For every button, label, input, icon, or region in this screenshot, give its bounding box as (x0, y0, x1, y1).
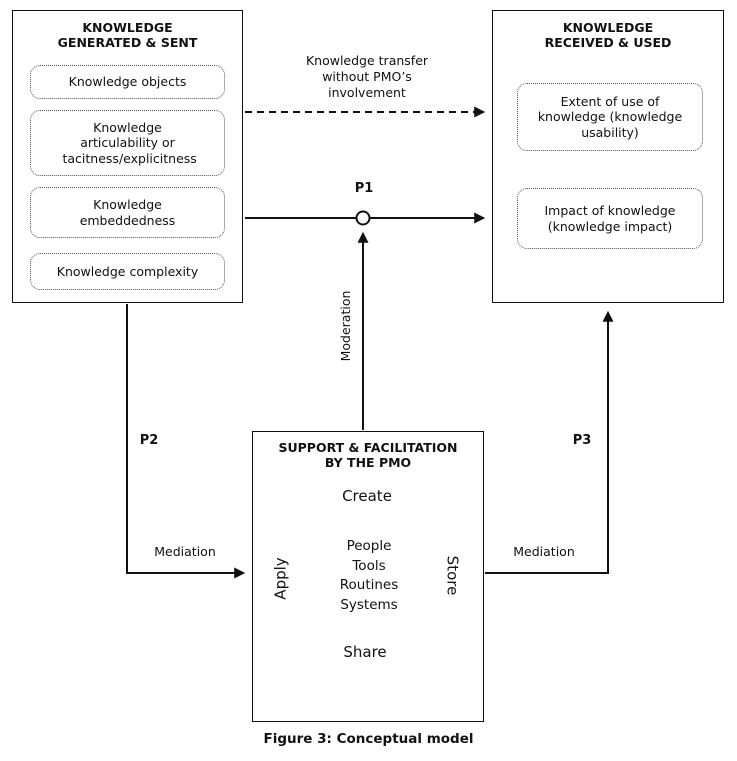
mediation-left-label: Mediation (154, 544, 216, 559)
knowledge-generated-title: KNOWLEDGE GENERATED & SENT (57, 20, 198, 50)
impact-of-knowledge-item: Impact of knowledge (knowledge impact) (517, 188, 703, 249)
pmo-support-box: SUPPORT & FACILITATION BY THE PMO (252, 431, 484, 722)
extent-of-use-item: Extent of use of knowledge (knowledge us… (517, 83, 703, 151)
knowledge-received-title: KNOWLEDGE RECEIVED & USED (544, 20, 672, 50)
p2-label: P2 (139, 433, 159, 448)
knowledge-articulability-label: Knowledge articulability or tacitness/ex… (62, 119, 197, 166)
moderation-label: Moderation (338, 290, 353, 362)
p3-arrow (485, 310, 614, 574)
transfer-arrow-label: Knowledge transfer without PMO’s involve… (287, 53, 447, 101)
pmo-support-title: SUPPORT & FACILITATION BY THE PMO (278, 440, 458, 470)
cycle-share-label: Share (343, 643, 387, 661)
knowledge-generated-box: KNOWLEDGE GENERATED & SENT Knowledge obj… (12, 10, 243, 303)
core-people-label: People (346, 538, 392, 554)
knowledge-objects-item: Knowledge objects (30, 65, 225, 99)
cycle-create-label: Create (342, 487, 392, 505)
core-tools-label: Tools (352, 557, 386, 574)
transfer-arrow-text: Knowledge transfer without PMO’s involve… (305, 53, 429, 100)
pmo-core-elements: People Tools Routines Systems (309, 537, 429, 615)
extent-of-use-label: Extent of use of knowledge (knowledge us… (537, 93, 683, 140)
core-systems-label: Systems (340, 596, 398, 613)
knowledge-objects-label: Knowledge objects (68, 74, 187, 90)
knowledge-embeddedness-label: Knowledge embeddedness (79, 197, 176, 228)
knowledge-articulability-item: Knowledge articulability or tacitness/ex… (30, 110, 225, 176)
p1-moderation-node (355, 210, 371, 226)
p2-arrow (126, 304, 246, 579)
knowledge-complexity-item: Knowledge complexity (30, 253, 225, 290)
knowledge-received-box: KNOWLEDGE RECEIVED & USED Extent of use … (492, 10, 724, 303)
p3-label: P3 (572, 433, 592, 448)
core-routines-label: Routines (339, 577, 399, 593)
mediation-right-label: Mediation (513, 544, 575, 559)
impact-of-knowledge-label: Impact of knowledge (knowledge impact) (544, 203, 676, 234)
cycle-apply-label: Apply (271, 557, 290, 600)
figure-caption: Figure 3: Conceptual model (263, 731, 474, 747)
cycle-store-label: Store (443, 555, 462, 596)
p1-label: P1 (354, 181, 374, 196)
knowledge-complexity-label: Knowledge complexity (56, 263, 199, 279)
knowledge-embeddedness-item: Knowledge embeddedness (30, 187, 225, 238)
